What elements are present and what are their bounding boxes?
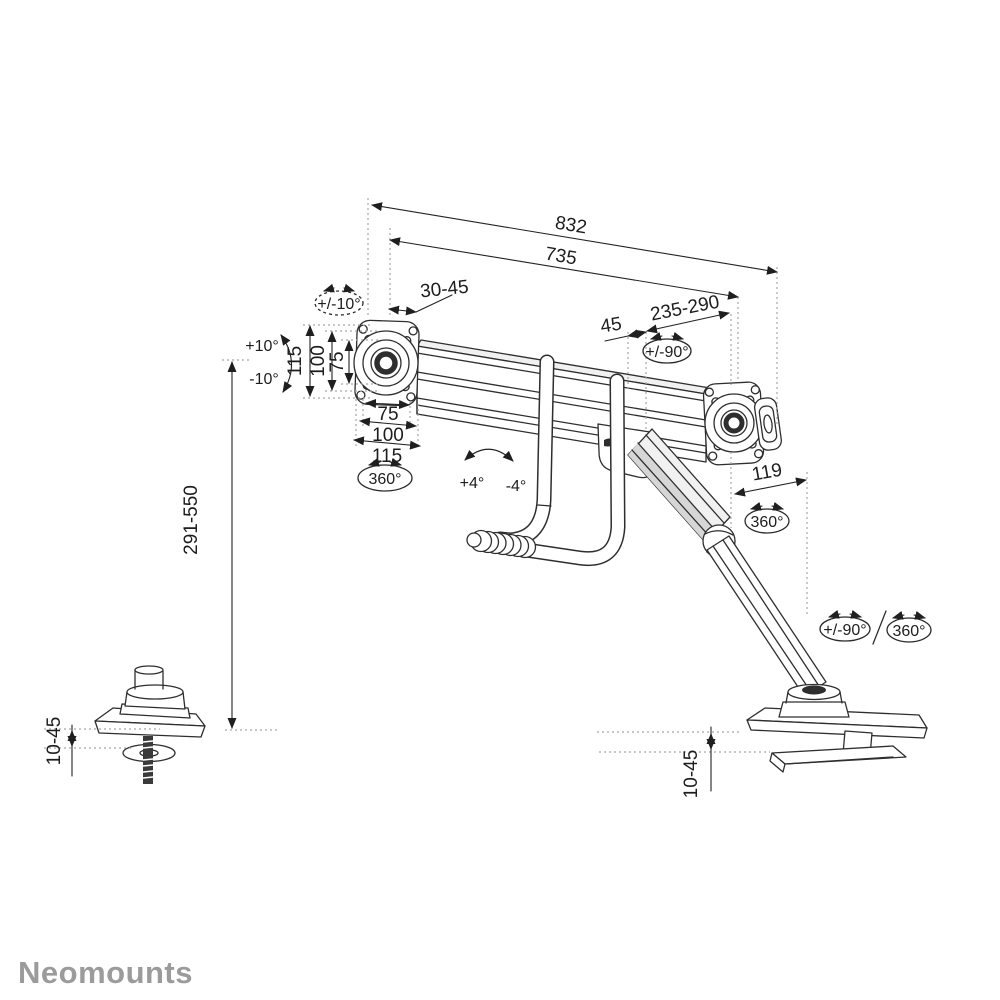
quick-release-hub — [723, 412, 745, 434]
dim-10-45-clamp: 10-45 — [681, 750, 702, 799]
dim-119-line — [734, 477, 807, 497]
dim-119: 119 — [750, 460, 783, 486]
angle-tilt-range: +/-10° — [317, 296, 360, 313]
angle-swivel-base: +/-90° — [823, 622, 866, 639]
dim-30-45: 30-45 — [419, 277, 470, 303]
forearm — [706, 535, 827, 697]
angle-labels: +/-10° +10° -10° 360° +4° -4° +/-90° 360… — [245, 296, 925, 640]
pole-stub — [134, 669, 164, 690]
angle-swivel-upper: +/-90° — [645, 344, 688, 361]
arm-pivot — [802, 685, 826, 695]
dim-10-45-grommet: 10-45 — [44, 717, 65, 766]
handle-hook — [466, 354, 626, 567]
dim-75h-line — [365, 398, 410, 410]
dim-235-290-line — [646, 310, 730, 334]
rotation-ellipse-arm — [744, 508, 790, 534]
slash-divider — [872, 610, 887, 645]
dim-735-line — [389, 237, 739, 300]
release-latch — [754, 397, 782, 451]
dim-235-290: 235-290 — [649, 292, 721, 326]
dim-115-vertical: 115 — [285, 346, 306, 376]
dim-100-vertical: 100 — [308, 345, 329, 377]
dimension-lines — [67, 202, 807, 792]
swivel-ellipse-upper — [642, 338, 692, 364]
gas-spring-arm — [597, 423, 827, 697]
dim-115-horizontal: 115 — [372, 446, 402, 467]
left-vesa-plate — [353, 319, 420, 407]
angle-annotations — [280, 283, 932, 645]
angle-rotation-base: 360° — [892, 623, 925, 640]
angle-rotation-arm: 360° — [750, 514, 783, 531]
angle-tilt-up: +10° — [245, 338, 279, 355]
angle-tilt-down: -10° — [249, 371, 279, 388]
angle-crossbar-down: -4° — [506, 478, 527, 495]
dim-100-horizontal: 100 — [372, 425, 404, 446]
dim-832: 832 — [554, 213, 589, 239]
clamp-lip — [771, 745, 907, 765]
dim-75-vertical: 75 — [327, 351, 348, 372]
angle-crossbar-up: +4° — [460, 475, 485, 492]
dim-30-45-line — [388, 305, 417, 316]
dim-735: 735 — [544, 244, 579, 270]
cable-coil — [466, 529, 537, 559]
swivel-ellipse-base — [819, 616, 871, 642]
dim-100h-line — [359, 417, 417, 430]
right-vesa-plate — [702, 381, 782, 466]
rotation-ellipse-left — [357, 464, 413, 492]
dim-115h-line — [353, 436, 421, 450]
grommet-mount — [94, 665, 206, 784]
dim-75-horizontal: 75 — [377, 404, 398, 425]
rotation-ellipse-base — [886, 617, 932, 643]
brand-logo: Neomounts — [18, 955, 193, 990]
angle-rotation-left: 360° — [368, 471, 401, 488]
tilt-range-ellipse — [314, 290, 364, 316]
base-collar — [778, 701, 850, 718]
desk-clamp-base — [746, 683, 928, 773]
crossbar-tilt-arc — [464, 448, 514, 462]
dim-45: 45 — [599, 314, 623, 338]
dim-291-550: 291-550 — [181, 485, 202, 555]
tilt-arc — [280, 334, 293, 393]
quick-release-hub — [374, 351, 398, 375]
dim-45-line — [627, 329, 647, 339]
